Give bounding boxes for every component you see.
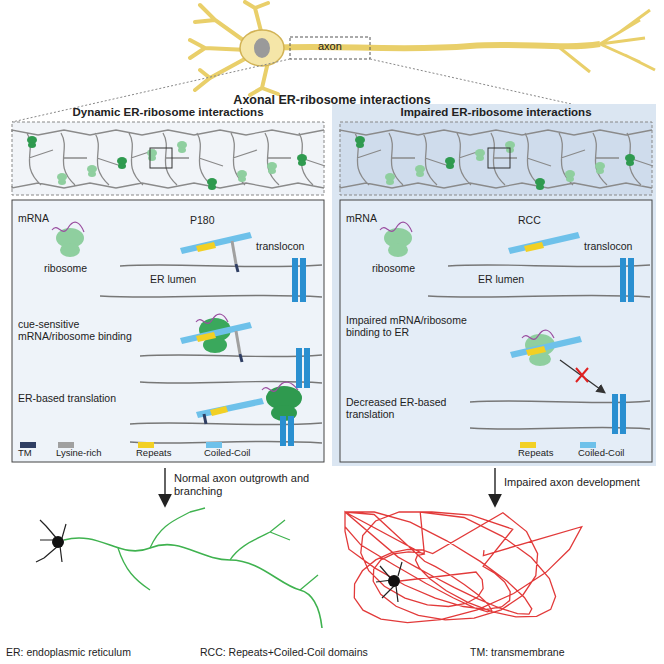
ribosome-dot (416, 171, 424, 177)
part-label: ER lumen (150, 273, 210, 285)
part-label: ribosome (44, 262, 104, 274)
x-mark (576, 368, 588, 382)
outcome-region: Normal axon outgrowth and branching (30, 506, 330, 640)
part-label: P180 (190, 214, 230, 226)
outcome-text: Impaired axon development (504, 476, 644, 489)
part-label: translocon (584, 240, 646, 252)
ribosome-dot (208, 184, 216, 190)
legend-text: Repeats (136, 448, 171, 459)
ribosome-dot (148, 155, 156, 161)
footnote: TM: transmembrane (470, 646, 650, 658)
er-network (12, 122, 653, 195)
axon-strip (340, 122, 652, 195)
panel-heading: Dynamic ER-ribosome interactions (8, 106, 328, 119)
legend-text: Coiled-Coil (578, 448, 624, 459)
er-tubule (340, 130, 653, 188)
ribosome-dot (58, 179, 66, 185)
diagram-title: Axonal ER-ribosome interactions (0, 93, 664, 107)
neuron-normal (36, 508, 322, 628)
inset-box (12, 200, 324, 462)
part-label: cue-sensitive mRNA/ribosome binding (18, 318, 136, 342)
region-label: axon (318, 40, 368, 53)
ribosome-dot (118, 163, 126, 169)
neuron-impaired (345, 512, 582, 623)
p180-protein (180, 232, 582, 424)
part-label: mRNA (18, 212, 78, 224)
zoom-box (150, 148, 172, 168)
ribosome-dot (536, 184, 544, 190)
ribosome-dot (446, 163, 454, 169)
flow-arrow (164, 468, 165, 505)
legend-text: Coiled-Coil (204, 448, 250, 459)
outcome-region: Impaired axon development (340, 506, 650, 640)
inset-box (340, 200, 652, 462)
ribosome-dot (28, 142, 36, 148)
axon-strip (12, 122, 324, 195)
ribosome-dot (268, 168, 276, 174)
ribosome-dot (298, 160, 306, 166)
ribosome-dot (238, 176, 246, 182)
flow-arrow (494, 468, 495, 505)
ribosome-dot (596, 168, 604, 174)
ribosome-dot (626, 160, 634, 166)
part-label: Impaired mRNA/ribosome binding to ER (346, 314, 471, 338)
ribosome-dot (88, 171, 96, 177)
part-label: translocon (256, 240, 318, 252)
footnote: RCC: Repeats+Coiled-Coil domains (200, 646, 460, 658)
panel-heading: Impaired ER-ribosome interactions (336, 106, 656, 119)
er-tubule (12, 130, 325, 188)
ribosome-dot (386, 179, 394, 185)
part-label: ER-based translation (18, 392, 123, 404)
part-label: ribosome (372, 262, 432, 274)
legend-text: TM (18, 448, 32, 459)
er-membrane (100, 265, 650, 443)
panel-ground (332, 104, 656, 466)
ribosome-dot (356, 142, 364, 148)
outcome-text: Normal axon outgrowth and branching (174, 472, 324, 497)
zoom-box (488, 148, 510, 168)
part-label: Decreased ER-based translation (346, 396, 464, 420)
part-label: ER lumen (478, 273, 538, 285)
part-label: mRNA (346, 212, 406, 224)
blocked-arrow (560, 360, 604, 392)
ribosome-dot (566, 176, 574, 182)
legend-text: Lysine-rich (56, 448, 102, 459)
footnote: ER: endoplasmic reticulum (6, 646, 196, 658)
translocon (280, 258, 634, 446)
ribosome (52, 222, 555, 421)
ribosome-dot (476, 155, 484, 161)
ribosome-dot (178, 147, 186, 153)
part-label: RCC (518, 214, 558, 226)
legend-text: Repeats (518, 448, 553, 459)
